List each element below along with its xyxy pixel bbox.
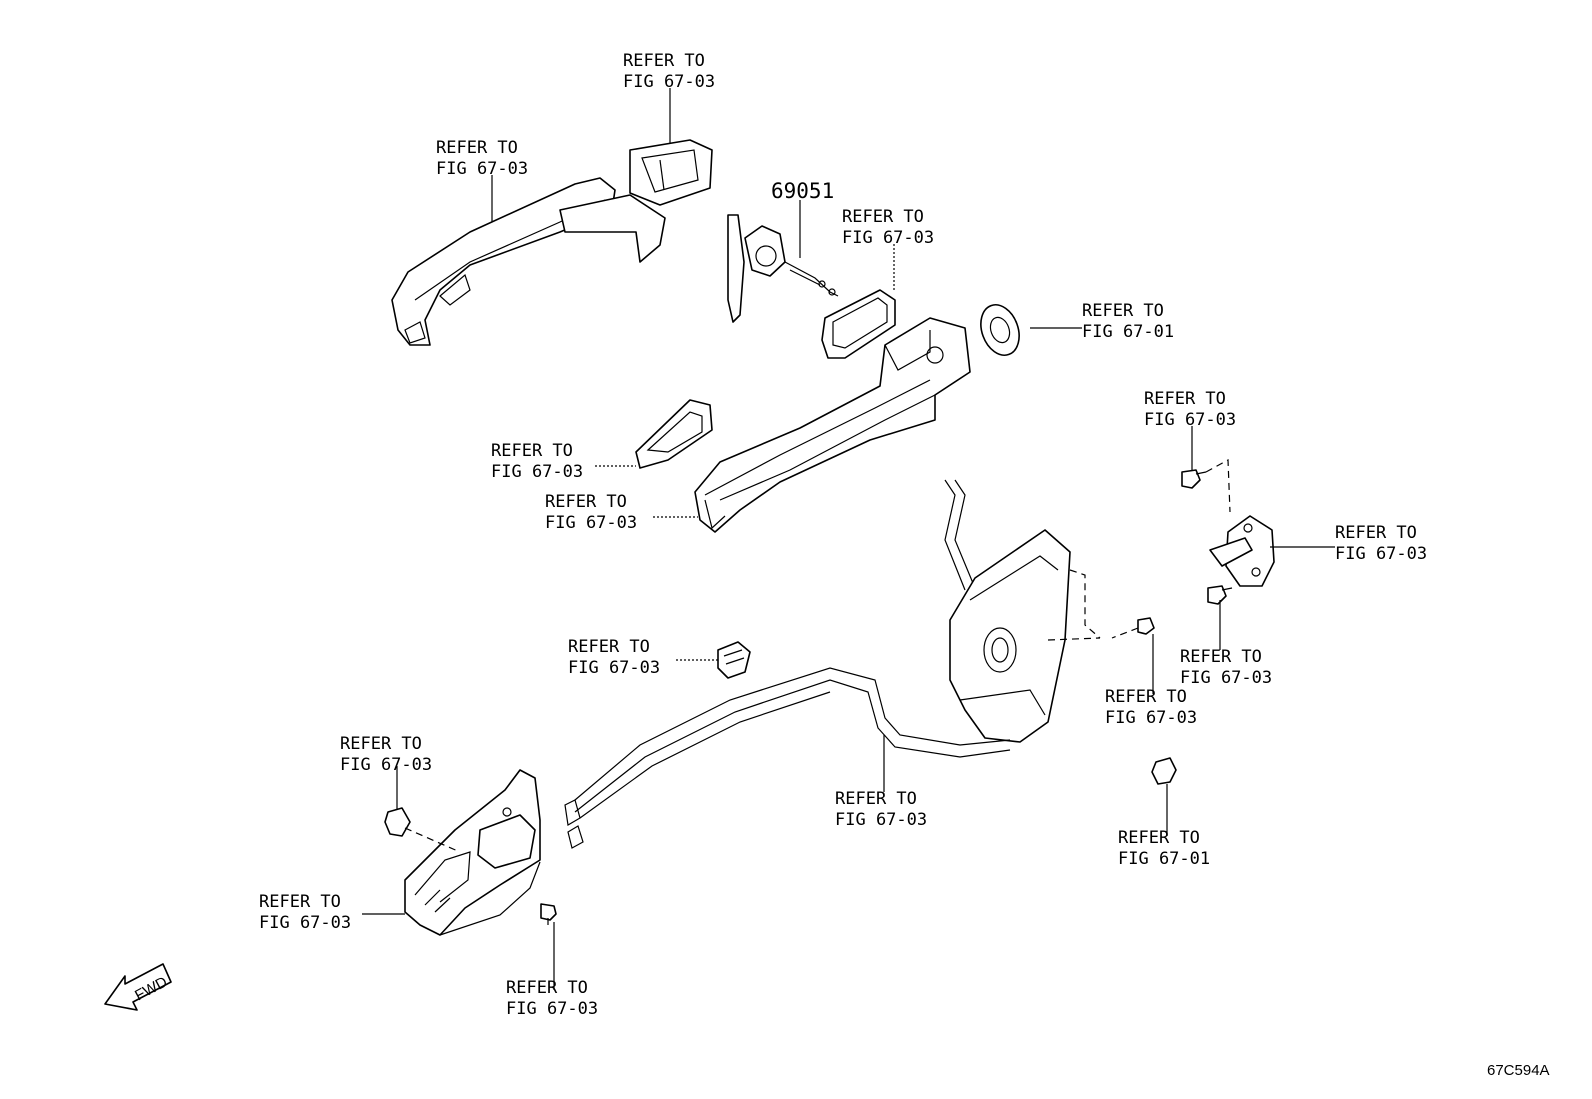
callout-16[interactable]: REFER TO FIG 67-03 — [506, 978, 598, 1019]
plug-part[interactable] — [1151, 757, 1177, 785]
callout-6[interactable]: REFER TO FIG 67-03 — [491, 441, 583, 482]
handle-cover-part[interactable] — [629, 139, 713, 206]
handle-gasket-lower-part[interactable] — [635, 399, 713, 469]
fwd-arrow-icon: FWD — [104, 963, 172, 1011]
key-cylinder-part[interactable] — [727, 214, 839, 323]
svg-text:REFER TO: REFER TO — [491, 441, 573, 461]
svg-text:REFER TO: REFER TO — [1105, 687, 1187, 707]
svg-text:REFER TO: REFER TO — [568, 637, 650, 657]
handle-frame-part[interactable] — [694, 317, 971, 533]
svg-text:FIG 67-03: FIG 67-03 — [436, 159, 528, 179]
svg-text:FIG 67-03: FIG 67-03 — [259, 913, 351, 933]
svg-text:FIG 67-01: FIG 67-01 — [1082, 322, 1174, 342]
svg-text:FIG 67-03: FIG 67-03 — [842, 228, 934, 248]
callout-10[interactable]: REFER TO FIG 67-03 — [1180, 647, 1272, 688]
inside-handle-part[interactable] — [404, 769, 541, 936]
callout-9[interactable]: REFER TO FIG 67-03 — [568, 637, 660, 678]
svg-text:REFER TO: REFER TO — [1180, 647, 1262, 667]
svg-text:REFER TO: REFER TO — [623, 51, 705, 71]
callout-13[interactable]: REFER TO FIG 67-03 — [835, 789, 927, 830]
cap-part[interactable] — [384, 807, 461, 853]
svg-text:REFER TO: REFER TO — [842, 207, 924, 227]
svg-text:REFER TO: REFER TO — [1082, 301, 1164, 321]
svg-text:FIG 67-03: FIG 67-03 — [1144, 410, 1236, 430]
callout-8[interactable]: REFER TO FIG 67-03 — [1335, 523, 1427, 564]
svg-text:FIG 67-03: FIG 67-03 — [340, 755, 432, 775]
svg-text:FIG 67-03: FIG 67-03 — [491, 462, 583, 482]
door-striker-part[interactable] — [1209, 515, 1275, 587]
svg-text:FIG 67-03: FIG 67-03 — [835, 810, 927, 830]
svg-text:REFER TO: REFER TO — [506, 978, 588, 998]
part-number-label[interactable]: 69051 — [771, 179, 834, 203]
svg-text:REFER TO: REFER TO — [340, 734, 422, 754]
callout-3[interactable]: REFER TO FIG 67-03 — [842, 207, 934, 248]
callout-4[interactable]: REFER TO FIG 67-01 — [1082, 301, 1174, 342]
callout-7[interactable]: REFER TO FIG 67-03 — [545, 492, 637, 533]
svg-text:FIG 67-03: FIG 67-03 — [545, 513, 637, 533]
callout-12[interactable]: REFER TO FIG 67-03 — [340, 734, 432, 775]
svg-text:REFER TO: REFER TO — [835, 789, 917, 809]
callout-11[interactable]: REFER TO FIG 67-03 — [1105, 687, 1197, 728]
svg-text:REFER TO: REFER TO — [1335, 523, 1417, 543]
drawing-code: 67C594A — [1487, 1062, 1550, 1079]
svg-text:FIG 67-03: FIG 67-03 — [568, 658, 660, 678]
svg-text:FIG 67-03: FIG 67-03 — [1335, 544, 1427, 564]
svg-text:FIG 67-01: FIG 67-01 — [1118, 849, 1210, 869]
callout-1[interactable]: REFER TO FIG 67-03 — [623, 51, 715, 92]
svg-text:REFER TO: REFER TO — [436, 138, 518, 158]
lock-cable-part[interactable] — [564, 667, 1011, 849]
leader-lines — [362, 88, 1335, 990]
screw-striker-upper-part[interactable] — [1181, 459, 1231, 513]
screw-striker-lower-part[interactable] — [1207, 585, 1233, 605]
callout-2[interactable]: REFER TO FIG 67-03 — [436, 138, 528, 179]
svg-text:REFER TO: REFER TO — [1118, 828, 1200, 848]
cable-clip-part[interactable] — [717, 641, 751, 679]
grommet-part[interactable] — [974, 299, 1026, 360]
callout-5[interactable]: REFER TO FIG 67-03 — [1144, 389, 1236, 430]
svg-text:FIG 67-03: FIG 67-03 — [1180, 668, 1272, 688]
outside-handle-part[interactable] — [391, 177, 666, 346]
svg-text:FIG 67-03: FIG 67-03 — [506, 999, 598, 1019]
door-lock-assembly-part[interactable] — [944, 479, 1101, 743]
svg-text:FIG 67-03: FIG 67-03 — [1105, 708, 1197, 728]
screw-lock-part[interactable] — [1111, 617, 1155, 639]
svg-text:FIG 67-03: FIG 67-03 — [623, 72, 715, 92]
svg-text:REFER TO: REFER TO — [1144, 389, 1226, 409]
screw-bottom-part[interactable] — [540, 903, 557, 925]
callout-15[interactable]: REFER TO FIG 67-03 — [259, 892, 351, 933]
svg-text:REFER TO: REFER TO — [545, 492, 627, 512]
svg-text:REFER TO: REFER TO — [259, 892, 341, 912]
handle-gasket-upper-part[interactable] — [821, 289, 896, 359]
callout-14[interactable]: REFER TO FIG 67-01 — [1118, 828, 1210, 869]
